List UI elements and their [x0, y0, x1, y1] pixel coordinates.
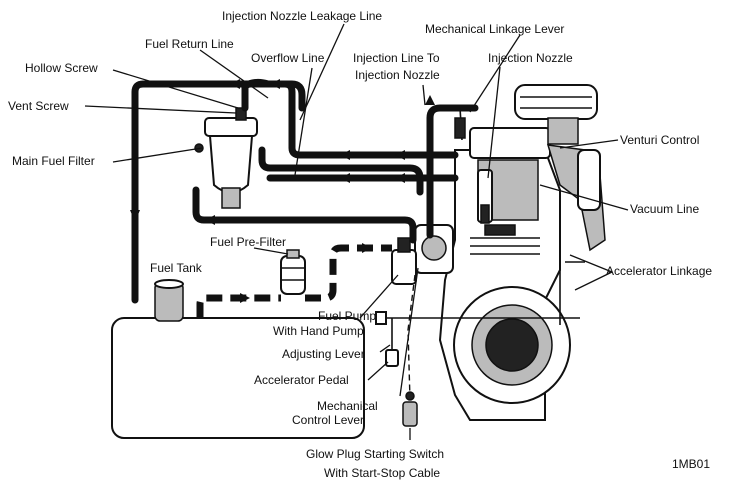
label-mechanical: Mechanical — [317, 399, 378, 413]
diesel-engine — [391, 84, 606, 421]
label-fuel-return-line: Fuel Return Line — [145, 37, 234, 51]
label-fuel-pre-filter: Fuel Pre-Filter — [210, 235, 286, 249]
labels: Injection Nozzle Leakage Line Mechanical… — [8, 9, 712, 480]
label-injection-line-to-nozzle: Injection Nozzle — [355, 68, 440, 82]
main-fuel-filter — [194, 107, 258, 209]
injection-nozzle-body — [477, 169, 493, 224]
air-cleaner — [514, 84, 598, 145]
label-injection-nozzle-leakage-line: Injection Nozzle Leakage Line — [222, 9, 382, 23]
leader-lines — [84, 23, 629, 440]
glow-plug-starting-switch — [402, 274, 418, 427]
label-adjusting-lever: Adjusting Lever — [282, 347, 365, 361]
label-main-fuel-filter: Main Fuel Filter — [12, 154, 95, 168]
fuel-pre-filter — [280, 249, 306, 295]
fuel-lines — [130, 78, 479, 318]
label-with-start-stop-cable: With Start-Stop Cable — [324, 466, 440, 480]
mechanical-linkage-lever — [454, 107, 466, 141]
label-vent-screw: Vent Screw — [8, 99, 69, 113]
label-accelerator-pedal: Accelerator Pedal — [254, 373, 349, 387]
injection-pump — [414, 224, 454, 274]
figure-code: 1MB01 — [672, 457, 710, 471]
label-accelerator-linkage: Accelerator Linkage — [606, 264, 712, 278]
fuel-tank — [111, 279, 365, 439]
label-hollow-screw: Hollow Screw — [25, 61, 98, 75]
label-venturi-control: Venturi Control — [620, 133, 699, 147]
label-control-lever: Control Lever — [292, 413, 364, 427]
label-fuel-tank: Fuel Tank — [150, 261, 203, 275]
label-mechanical-linkage-lever: Mechanical Linkage Lever — [425, 22, 564, 36]
label-fuel-pump: Fuel Pump — [318, 309, 376, 323]
label-glow-plug-starting-switch: Glow Plug Starting Switch — [306, 447, 444, 461]
label-overflow-line: Overflow Line — [251, 51, 325, 65]
label-injection-nozzle: Injection Nozzle — [488, 51, 573, 65]
label-with-hand-pump: With Hand Pump — [273, 324, 364, 338]
accelerator-linkage — [375, 260, 585, 367]
label-vacuum-line: Vacuum Line — [630, 202, 699, 216]
label-injection-line-to: Injection Line To — [353, 51, 440, 65]
